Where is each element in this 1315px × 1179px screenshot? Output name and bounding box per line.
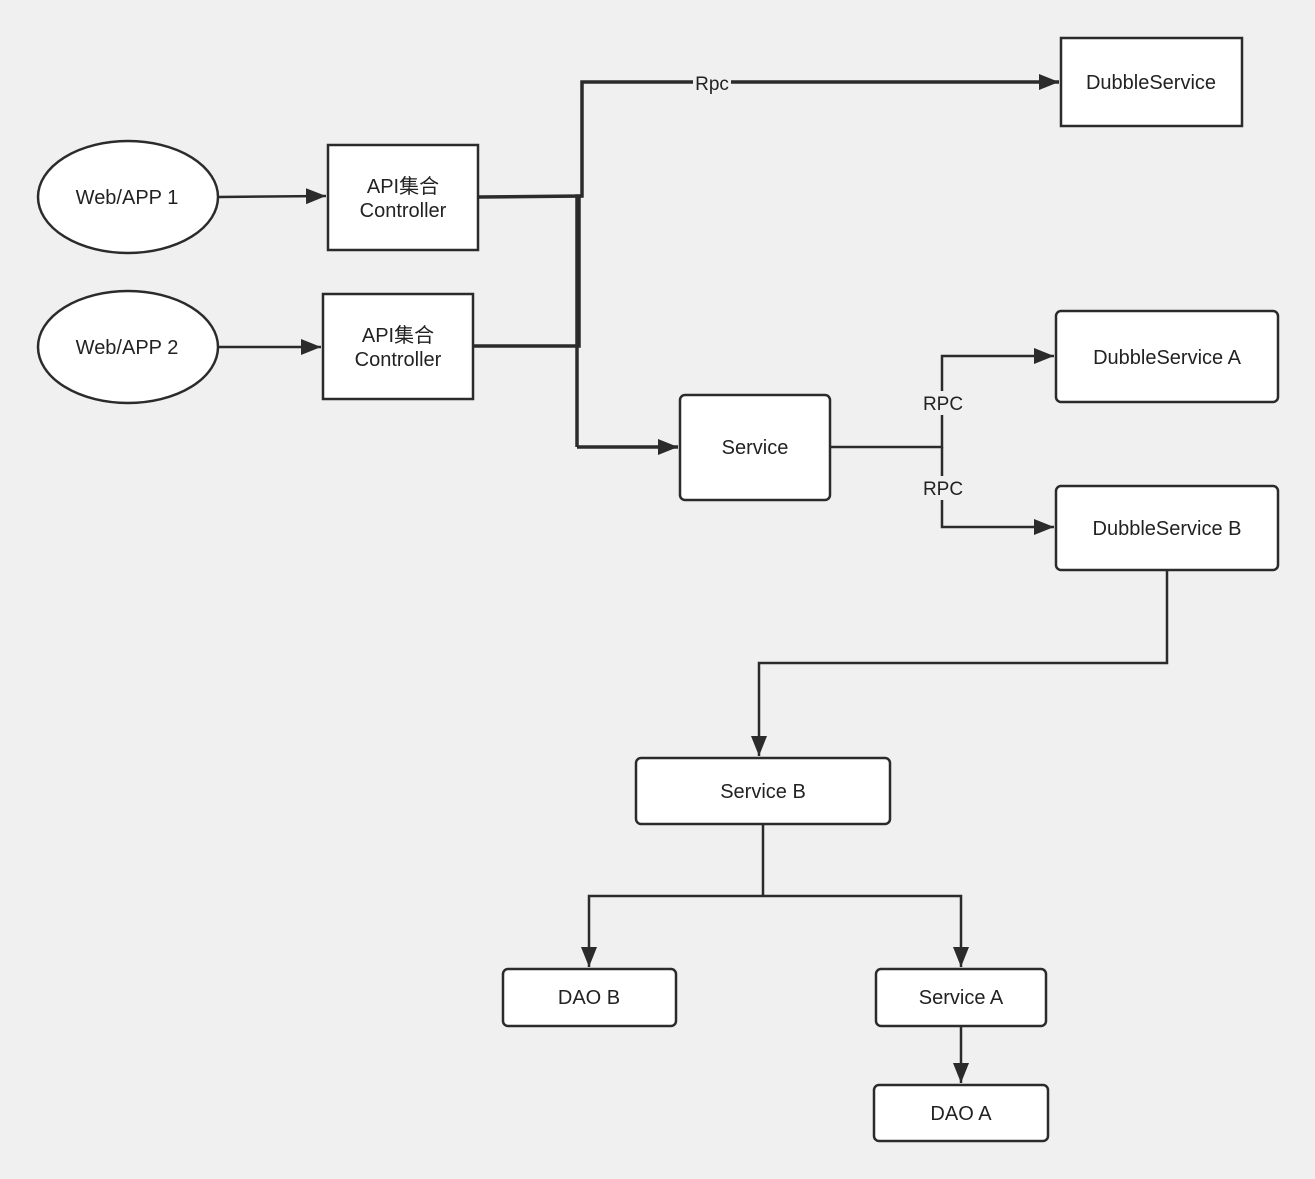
rpc-top-label-bg	[693, 71, 731, 95]
web-app-1-label: Web/APP 1	[76, 187, 179, 209]
rpc-a-label-bg	[922, 391, 964, 415]
edge-controller1-service-trunk	[575, 194, 582, 447]
node-dubble-service-a[interactable]: DubbleService A	[1054, 309, 1280, 404]
node-service-a[interactable]: Service A	[874, 967, 1048, 1028]
service-a-label: Service A	[919, 987, 1004, 1009]
edge-controller2-trunk	[474, 196, 581, 348]
node-web-app-1[interactable]: Web/APP 1	[36, 139, 220, 255]
rpc-top-label: Rpc	[695, 74, 729, 95]
node-service[interactable]: Service	[678, 393, 832, 502]
service-label: Service	[722, 437, 789, 459]
node-api-controller-2[interactable]: API集合 Controller	[321, 292, 475, 401]
edge-dubbleservice-b-service-b	[751, 571, 1169, 756]
web-app-2-label: Web/APP 2	[76, 337, 179, 359]
nodes: Web/APP 1 Web/APP 2 API集合 Controller API…	[36, 36, 1280, 1143]
node-dao-b[interactable]: DAO B	[501, 967, 678, 1028]
rpc-a-label: RPC	[923, 394, 963, 415]
controller-2-line-1: API集合	[362, 324, 434, 347]
dubble-service-b-label: DubbleService B	[1093, 518, 1242, 540]
edge-webapp1-controller1	[217, 188, 327, 205]
dao-b-label: DAO B	[558, 987, 620, 1009]
edge-service-dubbleservice-b	[940, 447, 1054, 535]
node-service-b[interactable]: Service B	[634, 756, 892, 826]
rpc-b-label: RPC	[923, 479, 963, 500]
edge-service-b-service-a	[763, 894, 969, 967]
node-web-app-2[interactable]: Web/APP 2	[36, 289, 220, 405]
controller-1-line-2: Controller	[360, 200, 447, 222]
dubble-service-a-label: DubbleService A	[1093, 347, 1242, 369]
service-b-label: Service B	[720, 781, 806, 803]
controller-1-line-1: API集合	[367, 175, 439, 198]
node-dubble-service-b[interactable]: DubbleService B	[1054, 484, 1280, 572]
node-dubble-service[interactable]: DubbleService	[1059, 36, 1244, 128]
controller-2-line-2: Controller	[355, 349, 442, 371]
edge-labels: Rpc RPC RPC	[693, 71, 964, 500]
edge-service-b-dao-b	[581, 894, 763, 967]
dubble-service-label: DubbleService	[1086, 72, 1216, 94]
node-api-controller-1[interactable]: API集合 Controller	[326, 143, 480, 252]
rpc-b-label-bg	[922, 476, 964, 500]
dao-a-label: DAO A	[930, 1103, 992, 1125]
node-dao-a[interactable]: DAO A	[872, 1083, 1050, 1143]
edge-controller1-dubbleservice	[478, 74, 1059, 199]
edges	[217, 74, 1169, 1083]
